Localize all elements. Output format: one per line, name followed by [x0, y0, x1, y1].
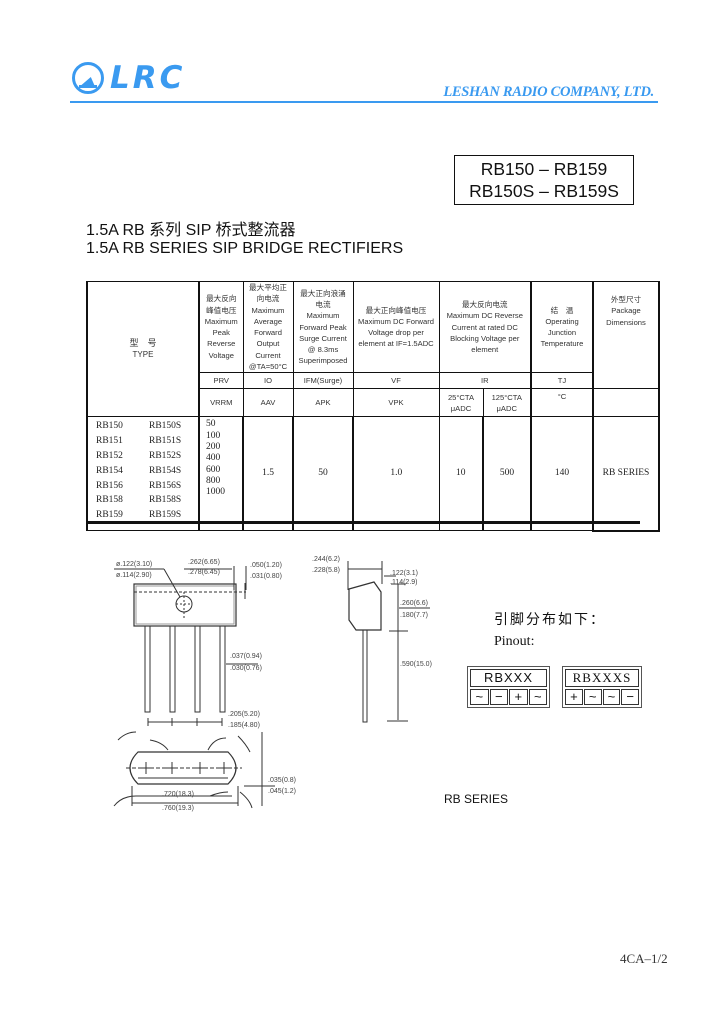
title-english: 1.5A RB SERIES SIP BRIDGE RECTIFIERS: [86, 240, 404, 257]
svg-text:.278(6.45): .278(6.45): [188, 569, 220, 576]
svg-text:.122(3.1): .122(3.1): [390, 570, 418, 577]
pkg-spacer: [592, 388, 660, 418]
svg-text:.720(18.3): .720(18.3): [162, 791, 194, 798]
svg-text:.031(0.80): .031(0.80): [250, 573, 282, 580]
part-range-line1: RB150 – RB159: [480, 159, 608, 179]
header-divider: [70, 101, 658, 103]
svg-text:ø.114(2.90): ø.114(2.90): [116, 572, 152, 579]
pin-ac-icon: ~: [583, 689, 602, 705]
pin-plus-icon: +: [565, 689, 583, 705]
svg-text:.050(1.20): .050(1.20): [250, 562, 282, 569]
pin-minus-icon: −: [489, 689, 508, 705]
pin-ac-icon: ~: [602, 689, 621, 705]
svg-text:.260(6.6): .260(6.6): [400, 600, 428, 607]
svg-text:.760(19.3): .760(19.3): [162, 805, 194, 812]
value-pkg: RB SERIES: [592, 416, 660, 532]
value-ir-25: 10: [438, 416, 484, 532]
svg-text:.185(4.80): .185(4.80): [228, 722, 260, 729]
pin-plus-icon: +: [509, 689, 528, 705]
pinout-rbxxx-name: RBXXX: [470, 669, 547, 687]
svg-text:.045(1.2): .045(1.2): [268, 788, 296, 795]
lrc-logo: LRC: [72, 60, 207, 100]
value-ir-125: 500: [482, 416, 532, 532]
logo-emblem-icon: [72, 62, 104, 94]
title-chinese: 1.5A RB 系列 SIP 桥式整流器: [86, 222, 296, 239]
pin-minus-icon: −: [621, 689, 639, 705]
pin-ac-icon: ~: [528, 689, 547, 705]
value-io: 1.5: [242, 416, 294, 532]
company-name: LESHAN RADIO COMPANY, LTD.: [443, 84, 654, 100]
part-number-box: RB150 – RB159 RB150S – RB159S: [454, 155, 634, 205]
header-type: 型 号 TYPE: [86, 280, 200, 418]
svg-text:.035(0.8): .035(0.8): [268, 777, 296, 784]
svg-text:.244(6.2): .244(6.2): [312, 556, 340, 563]
table-bottom-border: [86, 521, 640, 524]
svg-text:.228(5.8): .228(5.8): [312, 567, 340, 574]
svg-text:ø.122(3.10): ø.122(3.10): [116, 561, 152, 568]
unit-ifsm: APK: [292, 388, 354, 418]
svg-text:.205(5.20): .205(5.20): [228, 711, 260, 718]
pin-ac-icon: ~: [470, 689, 489, 705]
rb-series-caption: RB SERIES: [444, 792, 509, 806]
value-vf: 1.0: [352, 416, 440, 532]
logo-text: LRC: [110, 60, 186, 96]
pinout-label-en: Pinout:: [494, 634, 535, 649]
svg-text:.030(0.76): .030(0.76): [230, 665, 262, 672]
pinout-rbxxx: RBXXX ~ − + ~: [467, 666, 550, 708]
svg-text:.037(0.94): .037(0.94): [230, 653, 262, 660]
svg-text:.262(6.65): .262(6.65): [188, 559, 220, 566]
value-tj: 140: [530, 416, 594, 532]
pinout-label-cn: 引脚分布如下：: [494, 613, 606, 628]
pinout-rbxxxs-name: RBXXXS: [565, 669, 639, 687]
svg-text:.590(15.0): .590(15.0): [400, 661, 432, 668]
svg-text:.114(2.9): .114(2.9): [390, 579, 418, 586]
svg-text:.180(7.7): .180(7.7): [400, 612, 428, 619]
pinout-rbxxxs: RBXXXS + ~ ~ −: [562, 666, 642, 708]
unit-vf: VPK: [352, 388, 440, 418]
page-number: 4CA–1/2: [620, 951, 668, 966]
part-range-line2: RB150S – RB159S: [469, 181, 619, 201]
